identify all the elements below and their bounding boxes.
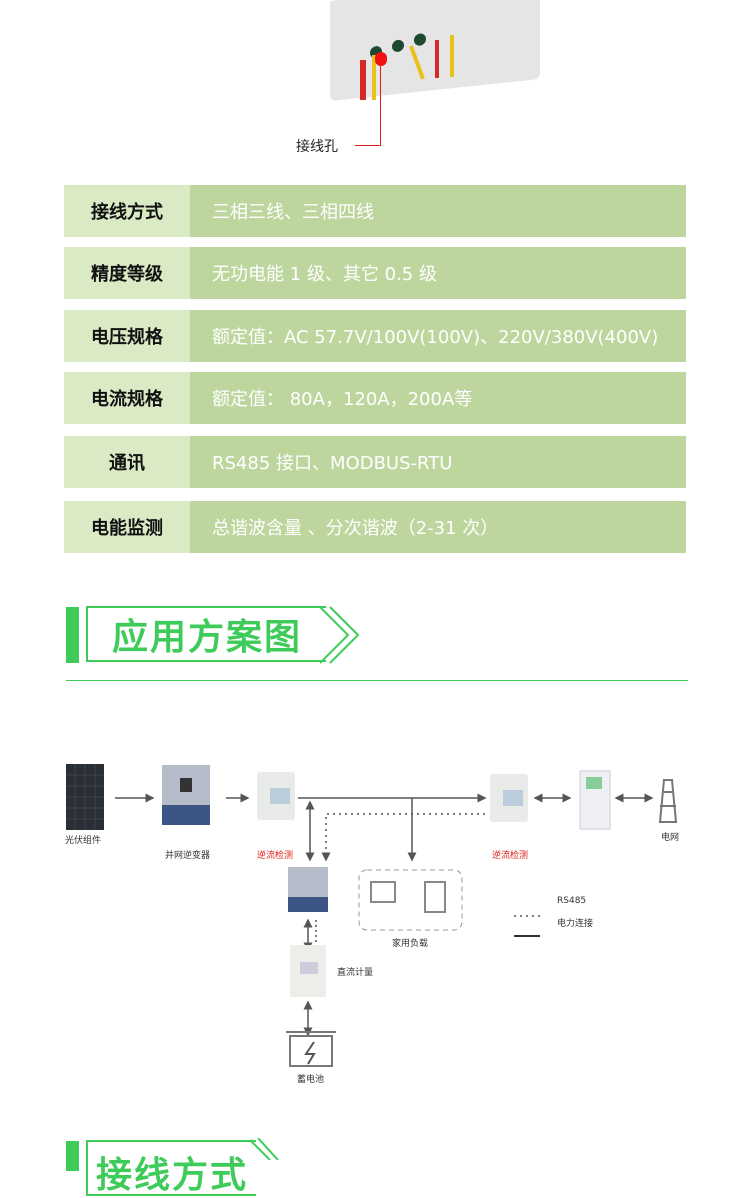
- battery-icon: [286, 1031, 336, 1067]
- legend-power: 电力连接: [557, 919, 594, 929]
- inverter-label: 并网逆变器: [165, 851, 211, 861]
- wire: [360, 60, 366, 100]
- legend-rs485: RS485: [557, 896, 587, 906]
- household-load-label: 家用负载: [392, 939, 429, 949]
- section-title-wiring: 接线方式: [86, 1140, 256, 1196]
- wire: [435, 40, 439, 78]
- spec-label: 通讯: [64, 436, 190, 488]
- spec-label: 精度等级: [64, 247, 190, 299]
- section-title-application: 应用方案图: [86, 606, 326, 662]
- chevron-arrow-icon: [250, 1138, 279, 1160]
- power-tower-icon: [658, 779, 678, 823]
- dc-meter-icon: [290, 945, 326, 997]
- battery-inverter-icon: [288, 867, 328, 912]
- spec-value: 额定值：AC 57.7V/100V(100V)、220V/380V(400V): [190, 310, 686, 362]
- meter-icon: [490, 774, 528, 822]
- spec-value: 总谐波含量 、分次谐波（2-31 次）: [190, 501, 686, 553]
- wire: [450, 35, 454, 77]
- inverter-icon: [162, 765, 210, 825]
- spec-label: 电流规格: [64, 372, 190, 424]
- household-load-box: [358, 869, 463, 931]
- dc-meter-label: 直流计量: [337, 968, 374, 978]
- pv-label: 光伏组件: [65, 836, 102, 846]
- table-row: 电流规格额定值： 80A，120A，200A等: [64, 372, 686, 424]
- spec-value: 三相三线、三相四线: [190, 185, 686, 237]
- backflow-detect-label: 逆流检测: [257, 851, 294, 861]
- appliance-icon: [424, 881, 446, 913]
- spec-label: 电能监测: [64, 501, 190, 553]
- wire: [372, 55, 376, 100]
- callout-line: [380, 66, 381, 146]
- solar-panel-icon: [66, 764, 104, 830]
- energy-meter-icon: [579, 770, 611, 830]
- grid-label: 电网: [661, 833, 680, 843]
- section-accent-bar: [66, 607, 79, 663]
- computer-icon: [370, 881, 396, 903]
- spec-value: 额定值： 80A，120A，200A等: [190, 372, 686, 424]
- terminal-marker: [375, 52, 387, 66]
- table-row: 精度等级无功电能 1 级、其它 0.5 级: [64, 247, 686, 299]
- spec-label: 电压规格: [64, 310, 190, 362]
- battery-label: 蓄电池: [297, 1075, 325, 1085]
- section-accent-bar: [66, 1141, 79, 1171]
- spec-label: 接线方式: [64, 185, 190, 237]
- section-divider: [66, 680, 688, 681]
- meter-icon: [257, 772, 295, 820]
- wiring-hole-label: 接线孔: [296, 139, 338, 155]
- application-diagram: [66, 764, 678, 1067]
- callout-line: [355, 145, 381, 146]
- table-row: 接线方式三相三线、三相四线: [64, 185, 686, 237]
- table-row: 电压规格额定值：AC 57.7V/100V(100V)、220V/380V(40…: [64, 310, 686, 362]
- backflow-detect-label: 逆流检测: [492, 851, 529, 861]
- table-row: 电能监测总谐波含量 、分次谐波（2-31 次）: [64, 501, 686, 553]
- spec-value: RS485 接口、MODBUS-RTU: [190, 436, 686, 488]
- spec-value: 无功电能 1 级、其它 0.5 级: [190, 247, 686, 299]
- chevron-arrow-icon: [320, 606, 360, 664]
